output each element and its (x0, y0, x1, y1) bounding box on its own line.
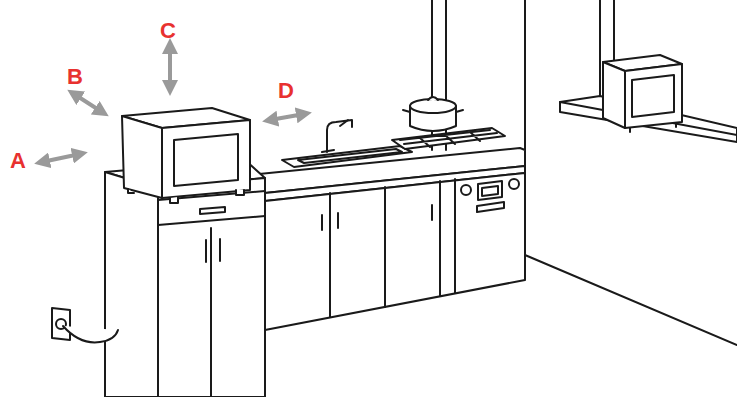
kitchen-counter (250, 148, 525, 330)
cooking-pot (403, 97, 463, 131)
clearance-letter: D (278, 80, 294, 102)
sink (282, 120, 412, 167)
wall-outlet (52, 308, 118, 342)
clearance-arrow (42, 46, 304, 162)
clearance-letter: B (67, 66, 83, 88)
oven-panel (461, 179, 519, 212)
microwave (122, 108, 250, 203)
clearance-letter: C (160, 20, 176, 42)
clearance-letter: A (10, 150, 26, 172)
room-walls (265, 0, 737, 397)
stove (392, 128, 505, 149)
sill-microwave (603, 55, 682, 132)
